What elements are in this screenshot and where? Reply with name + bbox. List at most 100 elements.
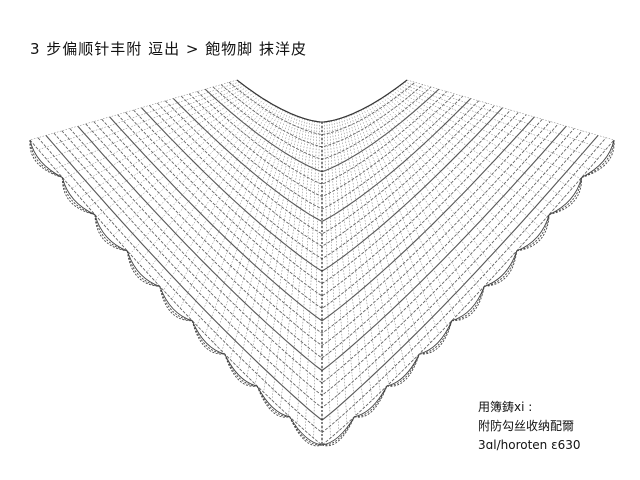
ring-row <box>236 79 408 123</box>
scallop-arc <box>484 250 518 287</box>
ring-row <box>196 91 448 185</box>
stitch-column <box>204 112 289 335</box>
stitch-column <box>382 97 531 236</box>
ring-row <box>93 121 551 347</box>
stitch-column <box>229 115 296 360</box>
ring-row <box>37 137 607 434</box>
stitch-column <box>341 117 389 385</box>
stitch-column <box>271 119 308 401</box>
scallop-arc <box>451 286 485 322</box>
stitch-column <box>404 81 606 150</box>
shawl-outline <box>236 79 408 123</box>
ring-row <box>117 114 527 309</box>
scallop-arc <box>159 286 193 322</box>
scallop-arc <box>484 250 518 287</box>
scallop-arc <box>191 320 225 355</box>
stitch-column <box>399 85 590 170</box>
stitch-column <box>394 88 573 189</box>
shawl-stitch-columns <box>29 79 615 445</box>
stitch-column <box>121 98 264 245</box>
stitch-column <box>113 97 262 236</box>
scallop-arc <box>29 139 63 178</box>
scallop-arc <box>94 214 128 252</box>
scallop-arc <box>191 320 225 355</box>
stitch-column <box>213 113 291 343</box>
scallop-arc <box>581 139 615 178</box>
scallop-arc <box>159 286 193 322</box>
stitch-column <box>363 108 465 309</box>
scallop-arc <box>451 286 485 322</box>
stitch-column <box>63 87 247 179</box>
stitch-column <box>38 81 240 150</box>
scallop-arc <box>548 177 583 216</box>
stitch-column <box>326 121 339 432</box>
scallop-arc <box>516 214 550 252</box>
scallop-arc <box>61 177 96 216</box>
stitch-column <box>355 112 440 335</box>
scallop-arc <box>224 353 258 387</box>
stitch-column <box>171 107 279 300</box>
scallop-arc <box>126 250 160 287</box>
stitch-column <box>343 117 398 377</box>
scallop-arc <box>354 385 388 418</box>
scallop-arc <box>159 286 193 322</box>
stitch-column <box>358 111 448 326</box>
stitch-column <box>188 109 284 318</box>
scallop-arc <box>581 139 615 178</box>
stitch-column <box>79 90 252 198</box>
pattern-notes: 用簿鋳xi : 附防勾丝收纳配爾 3ɑl/horoten ɛ630 <box>478 398 581 455</box>
stitch-column <box>377 100 515 255</box>
scallop-arc <box>419 320 453 355</box>
stitch-column <box>280 120 311 409</box>
stitch-column <box>353 113 431 343</box>
stitch-column <box>360 109 456 318</box>
stitch-column <box>296 121 315 424</box>
stitch-column <box>196 111 286 326</box>
stitch-column <box>397 87 581 179</box>
stitch-column <box>392 90 565 198</box>
stitch-column <box>46 83 242 160</box>
stitch-column <box>246 117 301 377</box>
scallop-arc <box>419 320 453 355</box>
scallop-arc <box>126 250 160 287</box>
shawl-scallop-edging <box>29 139 615 447</box>
ring-row <box>69 128 575 384</box>
stitch-column <box>387 94 548 217</box>
stitch-column <box>71 88 250 189</box>
stitch-column <box>380 98 523 245</box>
stitch-column <box>370 104 490 282</box>
stitch-column <box>54 85 245 170</box>
stitch-column <box>238 116 298 368</box>
stitch-column <box>288 120 313 416</box>
stitch-column <box>346 116 406 368</box>
scallop-arc <box>548 177 583 216</box>
stitch-column <box>88 92 255 208</box>
scallop-arc <box>29 139 63 178</box>
stitch-column <box>389 92 556 208</box>
scallop-arc <box>419 320 453 355</box>
stitch-column <box>255 117 303 385</box>
stitch-column <box>348 115 415 360</box>
stitch-column <box>367 106 481 291</box>
scallop-arc <box>321 416 355 446</box>
scallop-arc <box>451 286 485 322</box>
scallop-arc <box>126 250 160 287</box>
stitch-column <box>333 120 364 409</box>
scallop-arc <box>386 353 420 387</box>
stitch-column <box>129 100 267 255</box>
stitch-column <box>221 114 294 352</box>
scallop-arc <box>516 214 550 252</box>
stitch-column <box>179 108 281 309</box>
ring-row <box>188 93 456 197</box>
stitch-column <box>263 118 306 393</box>
stitch-column <box>336 119 373 401</box>
scallop-arc <box>321 416 355 446</box>
scallop-arc <box>94 214 128 252</box>
stitch-column <box>365 107 473 300</box>
pattern-title: 3 步偏顺针丰附 逗出 > 飽物脚 抹洋皮 <box>30 40 307 58</box>
stitch-column <box>372 103 498 273</box>
stitch-column <box>384 95 540 227</box>
stitch-column <box>350 114 423 352</box>
